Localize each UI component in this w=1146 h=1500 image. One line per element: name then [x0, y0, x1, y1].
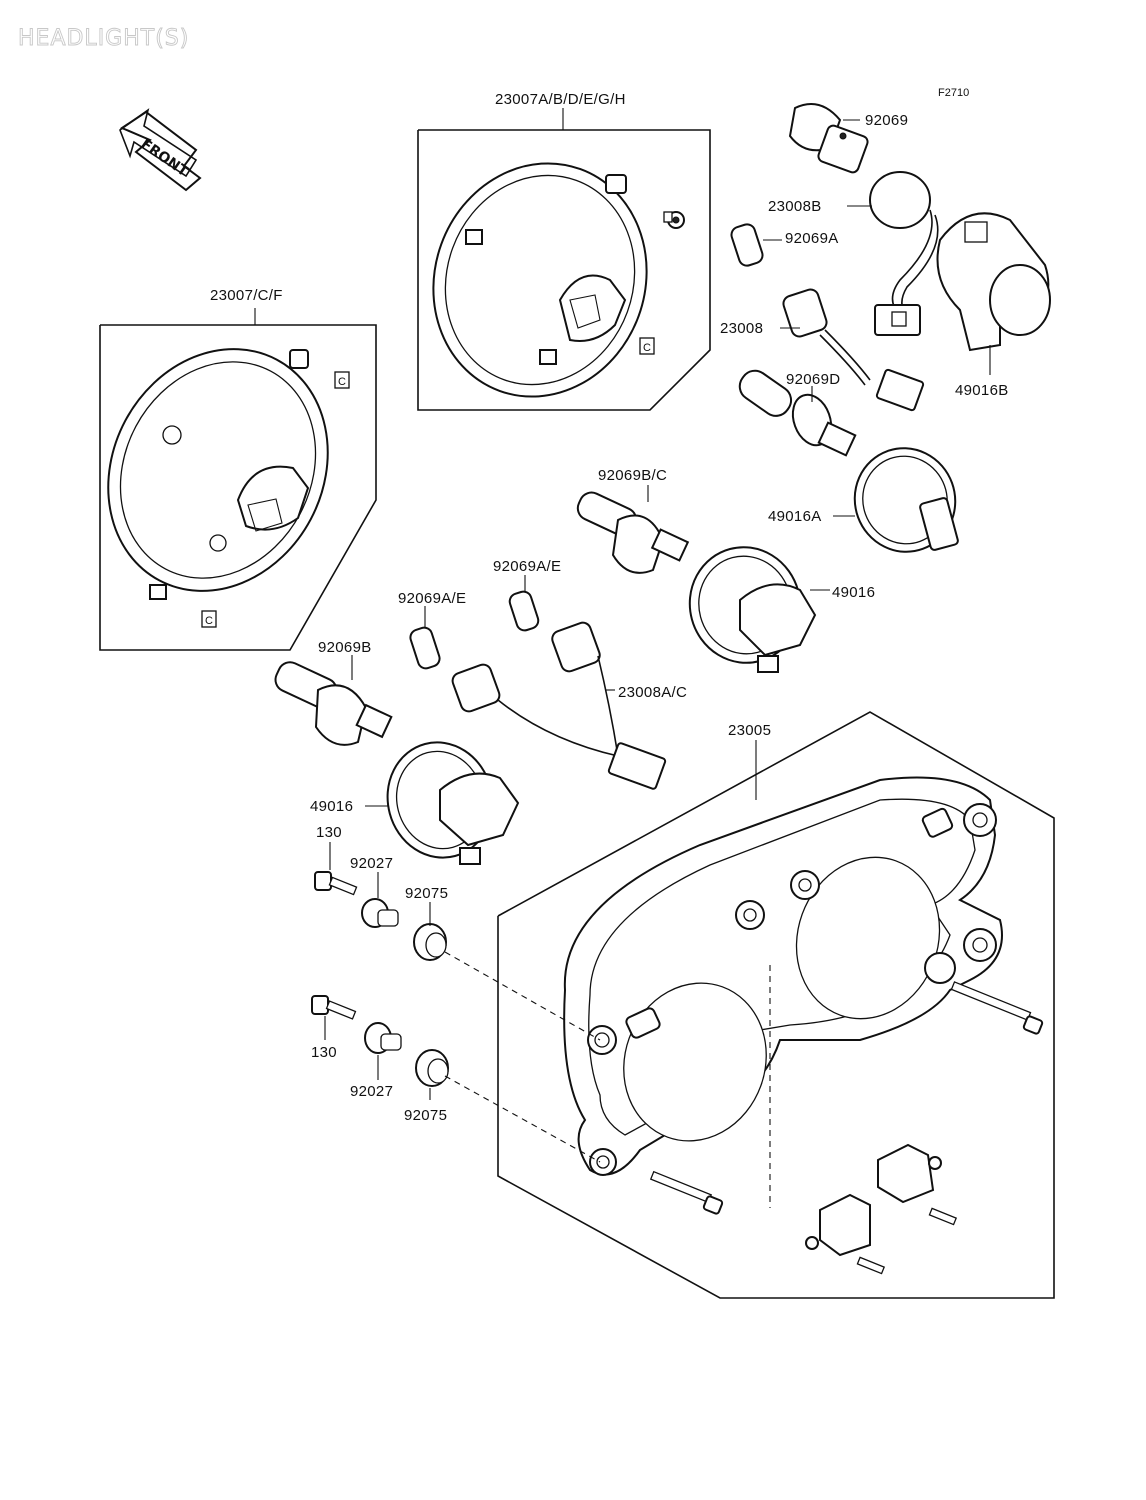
clip-c-label: C — [643, 342, 651, 354]
socket-23008-icon — [782, 288, 925, 412]
bulb-92069ae-left-icon — [409, 626, 441, 670]
label-130-top: 130 — [316, 824, 342, 841]
clip-c-icon: C — [334, 371, 350, 389]
bulb-92069d-icon — [738, 369, 857, 457]
bolt-130-upper-icon — [314, 871, 358, 896]
label-92069b: 92069B — [318, 639, 372, 656]
label-23007cf: 23007/C/F — [210, 287, 283, 304]
collar-92027-lower-icon — [364, 1022, 402, 1054]
clip-c-icon: C — [201, 610, 217, 628]
housing-49016-left-icon — [386, 741, 520, 865]
label-23008ac: 23008A/C — [618, 684, 687, 701]
bolt-icon — [950, 981, 1044, 1035]
headlight-housing-23005 — [497, 711, 1055, 1299]
label-92069bc: 92069B/C — [598, 467, 667, 484]
front-arrow-icon: FRONT — [119, 108, 202, 192]
rim-group-23007abdegh: C — [417, 108, 711, 411]
clip-nut-icon — [663, 211, 685, 229]
housing-49016b-icon — [936, 212, 1051, 352]
bulb-92069ae-right-icon — [508, 590, 540, 632]
bolt-130-lower-icon — [311, 995, 357, 1020]
socket-23008b-icon — [869, 171, 939, 336]
label-92069ae-right: 92069A/E — [493, 558, 561, 575]
headlight-rim-upper — [432, 162, 648, 398]
label-23005: 23005 — [728, 722, 771, 739]
label-92069a: 92069A — [785, 230, 839, 247]
label-49016b: 49016B — [955, 382, 1009, 399]
collar-92027-upper-icon — [361, 898, 399, 928]
adjuster-bracket-icon — [877, 1143, 958, 1226]
label-92069-top: 92069 — [865, 112, 908, 129]
label-23008: 23008 — [720, 320, 763, 337]
label-92075-top: 92075 — [405, 885, 448, 902]
label-49016-right: 49016 — [832, 584, 875, 601]
sockets-23008ac-icon — [451, 621, 667, 790]
headlight-rim-left — [107, 348, 329, 600]
bulb-92069-icon — [788, 103, 869, 174]
bulb-92069a-icon — [730, 223, 764, 267]
grommet-92075-upper-icon — [413, 923, 447, 961]
figure-code: F2710 — [938, 87, 969, 99]
bulb-92069b-icon — [274, 661, 393, 746]
bolt-icon — [649, 1170, 724, 1215]
clip-c-icon: C — [639, 337, 655, 355]
label-49016a: 49016A — [768, 508, 822, 525]
label-92069d: 92069D — [786, 371, 840, 388]
housing-49016-right-icon — [688, 546, 817, 673]
label-92027-bottom: 92027 — [350, 1083, 393, 1100]
rim-group-23007cf: C C — [99, 308, 377, 651]
grommet-92075-lower-icon — [415, 1049, 449, 1087]
clip-c-label: C — [338, 376, 346, 388]
page-watermark: HEADLIGHT(S) — [18, 26, 189, 51]
label-23007abdegh: 23007A/B/D/E/G/H — [495, 91, 626, 108]
adjuster-bracket-icon — [805, 1193, 886, 1275]
label-92027-top: 92027 — [350, 855, 393, 872]
label-92075-bottom: 92075 — [404, 1107, 447, 1124]
bulb-92069bc-icon — [576, 491, 690, 574]
label-92069ae-left: 92069A/E — [398, 590, 466, 607]
label-130-bottom: 130 — [311, 1044, 337, 1061]
housing-49016a-icon — [853, 447, 959, 553]
label-49016-left: 49016 — [310, 798, 353, 815]
clip-c-label: C — [205, 615, 213, 627]
label-23008b: 23008B — [768, 198, 822, 215]
